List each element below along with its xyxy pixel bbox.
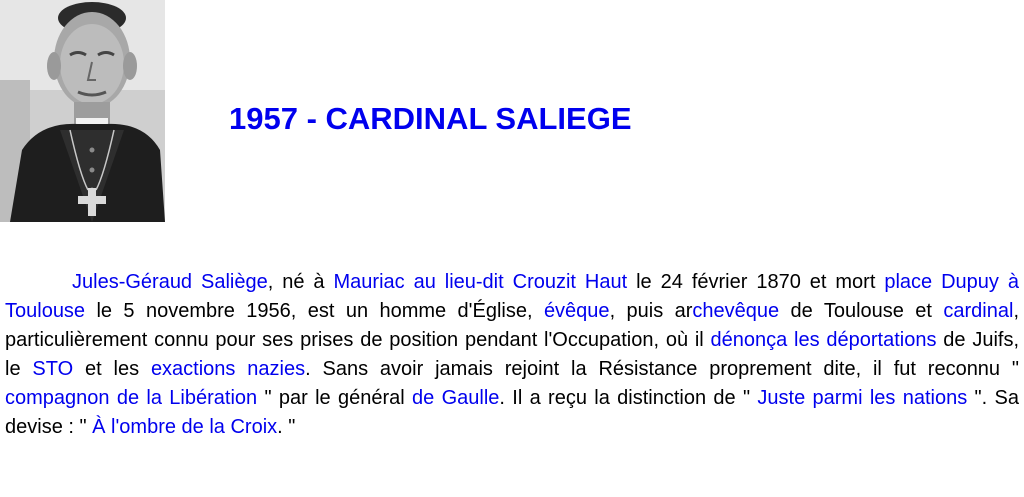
link-jules-geraud-saliege[interactable]: Jules-Géraud Saliège [72, 271, 268, 293]
bio-text: . " [277, 416, 296, 438]
link-archeveque[interactable]: chevêque [692, 300, 780, 322]
bio-text: le 24 février 1870 et mort [627, 271, 885, 293]
link-mauriac-crouzit-haut[interactable]: Mauriac au lieu-dit Crouzit Haut [333, 271, 628, 293]
bio-text: , puis ar [609, 300, 693, 322]
link-juste-parmi-nations[interactable]: Juste parmi les nations [757, 387, 968, 409]
bio-text: . Il a reçu la distinction de " [499, 387, 758, 409]
bio-text: le 5 novembre 1956, est un homme d'Églis… [85, 300, 544, 322]
bio-text: , né à [267, 271, 334, 293]
link-eveque[interactable]: évêque [543, 300, 610, 322]
bio-text: et les [73, 358, 151, 380]
link-sto[interactable]: STO [32, 358, 74, 380]
bio-text: , particulièrement connu pour ses prises… [5, 300, 1019, 351]
bio-text: . Sans avoir jamais rejoint la Résistanc… [305, 358, 1019, 380]
link-ombre-de-la-croix[interactable]: À l'ombre de la Croix [92, 416, 278, 438]
biography-paragraph: Jules-Géraud Saliège, né à Mauriac au li… [5, 268, 1019, 442]
bio-text: " par le général [257, 387, 413, 409]
portrait-image [0, 0, 165, 222]
page-title: 1957 - CARDINAL SALIEGE [229, 101, 632, 136]
link-place-dupuy-toulouse[interactable]: place Dupuy à Toulouse [5, 271, 1019, 322]
portrait-photo-icon [0, 0, 165, 222]
link-compagnon-liberation[interactable]: compagnon de la Libération [5, 387, 258, 409]
link-denonca-deportations[interactable]: dénonça les déportations [710, 329, 937, 351]
link-cardinal[interactable]: cardinal [943, 300, 1014, 322]
bio-text: ". Sa devise : " [5, 387, 1019, 438]
link-de-gaulle[interactable]: de Gaulle [412, 387, 500, 409]
bio-text: de Juifs, le [5, 329, 1019, 380]
link-exactions-nazies[interactable]: exactions nazies [150, 358, 306, 380]
bio-text: de Toulouse et [779, 300, 944, 322]
